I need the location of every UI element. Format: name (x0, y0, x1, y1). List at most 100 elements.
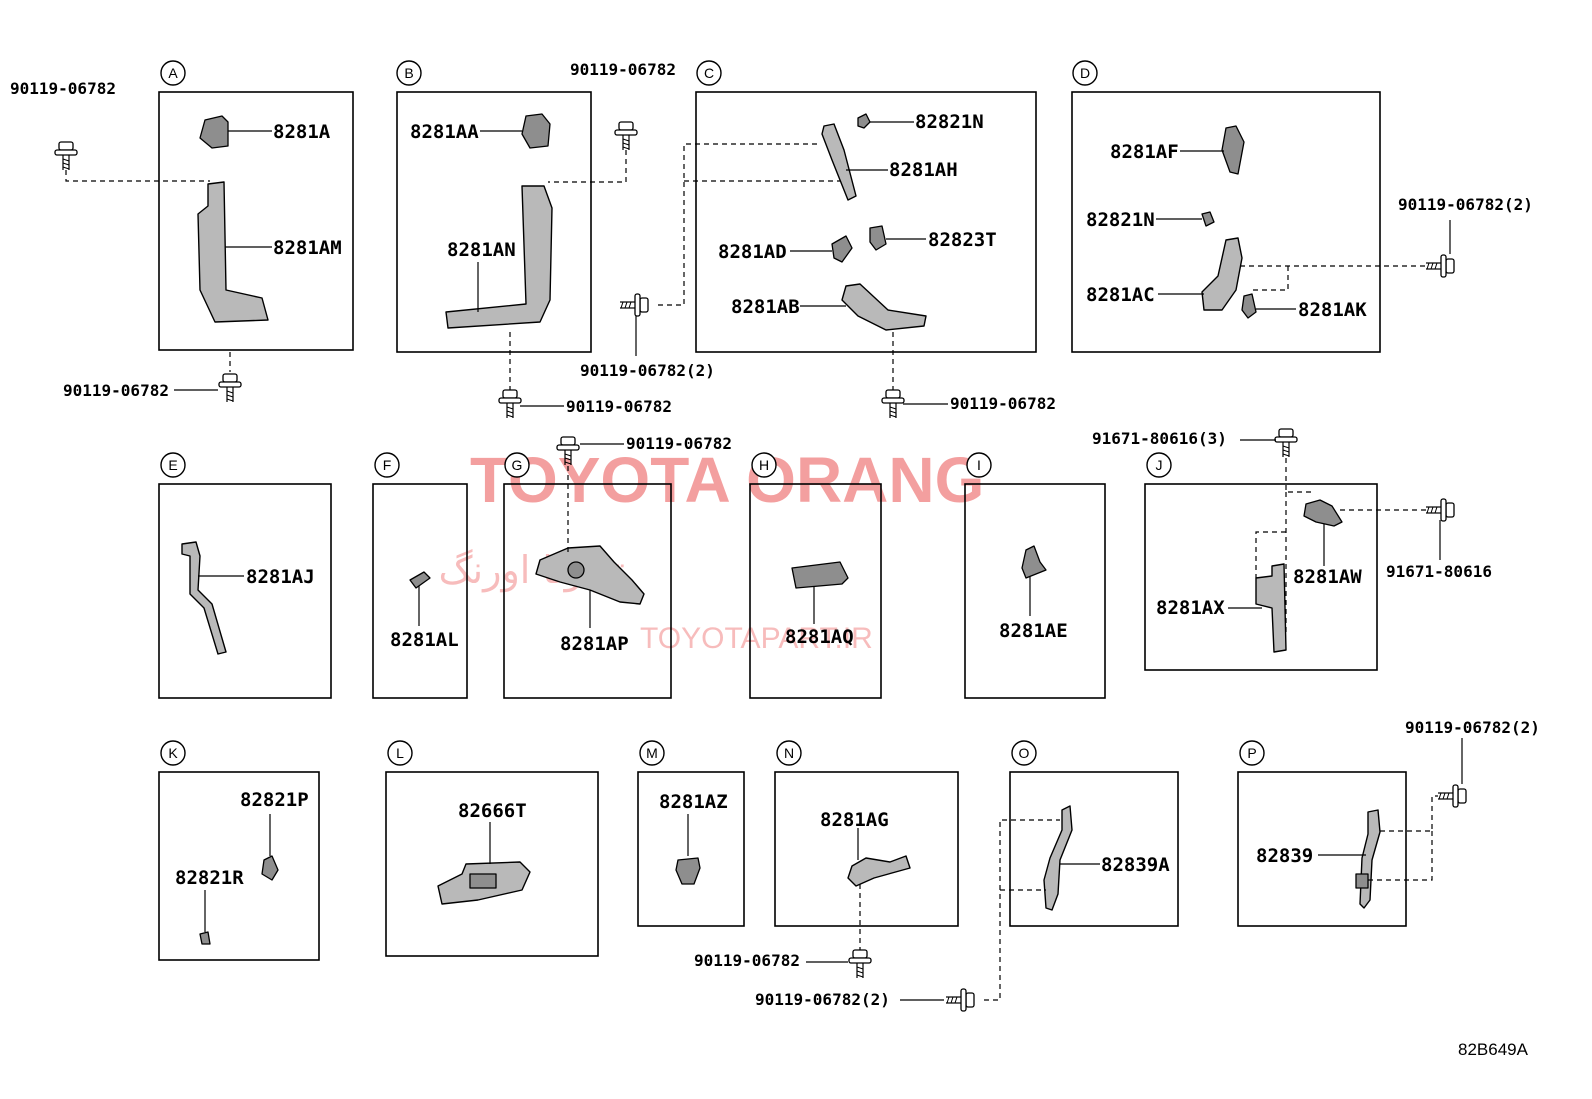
part-8281an-icon (445, 185, 553, 329)
bolt-o-label: 90119-06782(2) (755, 990, 890, 1009)
label-8281az: 8281AZ (659, 791, 728, 813)
panel-c-letter: C (704, 65, 714, 81)
label-8281ah: 8281AH (889, 159, 958, 181)
label-8281a: 8281A (273, 121, 331, 143)
part-8281ax-icon (1255, 563, 1287, 653)
panel-i-letter: I (977, 457, 981, 473)
part-8281ab-icon (841, 283, 927, 331)
panel-m: M 8281AZ (637, 740, 745, 927)
label-8281am: 8281AM (273, 237, 342, 259)
label-82839a: 82839A (1101, 854, 1170, 876)
label-8281ab: 8281AB (731, 296, 800, 318)
panel-o-letter: O (1019, 745, 1030, 761)
panel-d: D 8281AF 82821N 8281AC 8281AK 90119-0678… (1071, 60, 1533, 353)
label-8281aa: 8281AA (410, 121, 479, 143)
part-8281am-icon (197, 181, 269, 323)
panel-b-letter: B (404, 65, 413, 81)
label-8281ad: 8281AD (718, 241, 787, 263)
panel-a: A 8281A 8281AM 90119-06782 90119-06782 (10, 60, 354, 403)
label-8281aw: 8281AW (1293, 566, 1362, 588)
label-8281ax: 8281AX (1156, 597, 1225, 619)
panel-g-letter: G (512, 457, 523, 473)
bolt-p-label: 90119-06782(2) (1405, 718, 1540, 737)
part-82821r-icon (199, 931, 211, 945)
bolt-b-bottom-label: 90119-06782 (566, 397, 672, 416)
panel-k-letter: K (168, 745, 178, 761)
bolt-c-bottom-label: 90119-06782 (950, 394, 1056, 413)
label-8281aj: 8281AJ (246, 566, 315, 588)
bolt-a-bottom-label: 90119-06782 (63, 381, 169, 400)
label-8281ag: 8281AG (820, 809, 889, 831)
label-8281al: 8281AL (390, 629, 459, 651)
label-8281ap: 8281AP (560, 633, 629, 655)
panel-h-letter: H (759, 457, 769, 473)
part-8281ah-icon (821, 123, 857, 201)
part-8281ag-icon (847, 855, 911, 887)
panel-e: E 8281AJ (158, 452, 332, 699)
watermark-brand: TOYOTA ORANG (470, 444, 984, 516)
label-82666t: 82666T (458, 800, 527, 822)
label-82823t: 82823T (928, 229, 997, 251)
bolt-n-label: 90119-06782 (694, 951, 800, 970)
label-8281ae: 8281AE (999, 620, 1068, 642)
diagram-code: 82B649A (1458, 1040, 1529, 1059)
label-82821r: 82821R (175, 867, 244, 889)
part-82839a-icon (1043, 805, 1073, 911)
label-82821n-c: 82821N (915, 111, 984, 133)
bolt-c-left-label: 90119-06782(2) (580, 361, 715, 380)
panel-p: P 82839 90119-06782(2) (1237, 718, 1540, 927)
part-8281ae-icon (1021, 545, 1047, 579)
part-82821p-icon (261, 855, 279, 881)
panel-j-letter: J (1156, 457, 1163, 473)
label-8281ac: 8281AC (1086, 284, 1155, 306)
panel-l: L 82666T (385, 740, 599, 957)
part-82823t-icon (869, 225, 887, 251)
label-8281aq: 8281AQ (785, 626, 854, 648)
label-82821p: 82821P (240, 789, 309, 811)
part-8281ap-icon (535, 545, 645, 605)
panel-p-letter: P (1247, 745, 1256, 761)
part-8281ad-icon (831, 235, 853, 263)
part-8281ac-icon (1201, 237, 1243, 311)
panel-a-letter: A (168, 65, 178, 81)
bolt-a-top-label: 90119-06782 (10, 79, 116, 98)
panel-i: I 8281AE (964, 452, 1106, 699)
label-8281an: 8281AN (447, 239, 516, 261)
panel-f-letter: F (383, 457, 392, 473)
panel-j: J 8281AW 8281AX 91671-80616(3) 91671-806… (1092, 428, 1492, 671)
watermark-site: TOYOTAPART.IR (640, 622, 873, 655)
label-82839: 82839 (1256, 845, 1313, 867)
part-8281aw-icon (1303, 499, 1343, 527)
panel-l-letter: L (396, 745, 404, 761)
part-8281aj-icon (181, 541, 227, 655)
panel-o: O 82839A 90119-06782(2) (755, 740, 1179, 1012)
panel-e-letter: E (168, 457, 177, 473)
part-8281al-icon (409, 571, 431, 589)
part-8281aa-icon (521, 113, 551, 149)
part-8281az-icon (675, 857, 701, 885)
part-8281ak-icon (1241, 293, 1257, 319)
label-8281ak: 8281AK (1298, 299, 1367, 321)
label-82821n-d: 82821N (1086, 209, 1155, 231)
panel-h: H 8281AQ (749, 452, 882, 699)
panel-k: K 82821P 82821R (158, 740, 320, 961)
panel-n: N 8281AG 90119-06782 (694, 740, 959, 979)
panel-f: F 8281AL (372, 452, 468, 699)
label-8281af: 8281AF (1110, 141, 1179, 163)
bolt-g-label: 90119-06782 (626, 434, 732, 453)
bolt-b-top-label: 90119-06782 (570, 60, 676, 79)
part-8281af-icon (1221, 125, 1245, 175)
panel-c: C 82821N 8281AH 8281AD 82823T 8281AB 901… (580, 60, 1056, 419)
panel-g: G 8281AP 90119-06782 (503, 434, 732, 699)
panel-n-letter: N (784, 745, 794, 761)
part-82839-icon (1359, 809, 1381, 909)
part-82821n-d-icon (1201, 211, 1215, 227)
panel-b: B 8281AA 8281AN 90119-06782 90119-06782 (396, 60, 676, 419)
part-8281a-icon (199, 115, 229, 149)
panel-m-letter: M (646, 745, 658, 761)
part-82821n-icon (857, 113, 871, 129)
bolt-j-right-label: 91671-80616 (1386, 562, 1492, 581)
bolt-d-label: 90119-06782(2) (1398, 195, 1533, 214)
bolt-j-top-label: 91671-80616(3) (1092, 429, 1227, 448)
